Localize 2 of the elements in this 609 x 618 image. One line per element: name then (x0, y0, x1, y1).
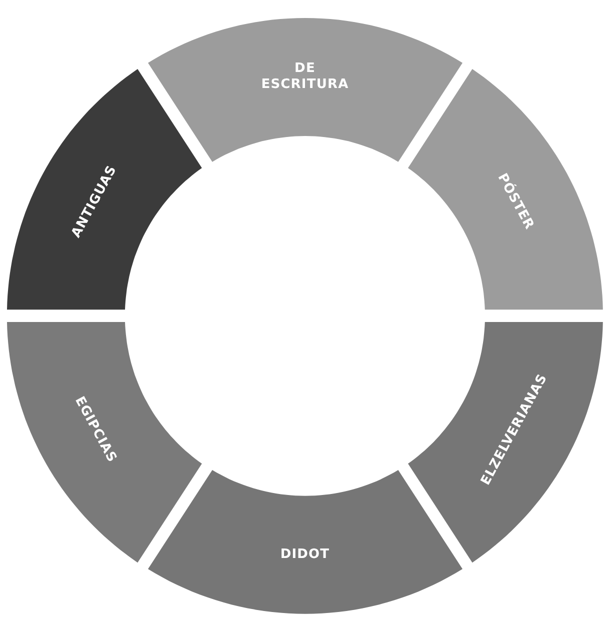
segment-label: DIDOT (280, 546, 330, 564)
segment-label: DE ESCRITURA (260, 60, 350, 94)
